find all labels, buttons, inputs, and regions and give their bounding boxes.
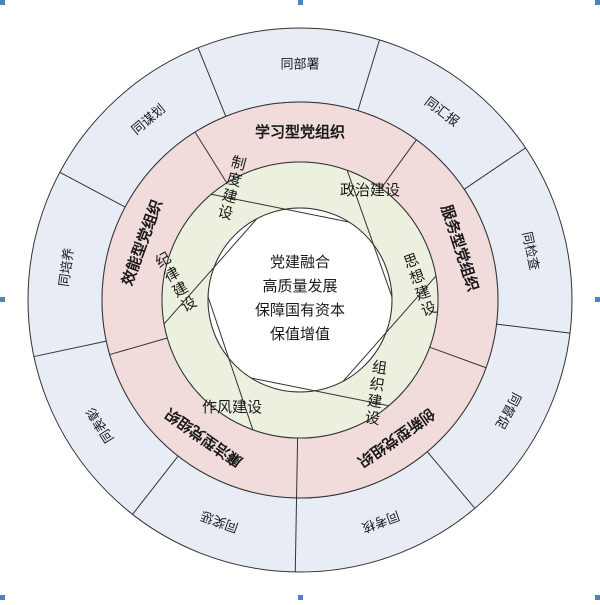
outer-label-1: 同部署 <box>280 58 319 73</box>
inner-label-2-char: 织 <box>368 375 385 395</box>
inner-label-0: 政治建设 <box>340 181 400 199</box>
outer-divider-3 <box>496 323 571 334</box>
selection-handle-top-left[interactable] <box>0 0 5 5</box>
inner-blade-2 <box>251 377 389 407</box>
inner-label-1-char: 想 <box>407 266 427 288</box>
selection-handle-right[interactable] <box>595 297 600 302</box>
selection-handle-top-right[interactable] <box>595 0 600 5</box>
center-line-0: 党建融合 <box>270 253 330 271</box>
center-line-3: 保值增值 <box>270 325 330 343</box>
center-line-2: 保障国有资本 <box>255 301 345 319</box>
inner-label-1-char: 建 <box>413 282 433 304</box>
inner-label-3: 作风建设 <box>202 398 262 416</box>
inner-blade-1 <box>342 275 437 382</box>
inner-label-5-char: 制 <box>229 153 248 174</box>
inner-blade-3 <box>207 296 254 430</box>
inner-blade-0 <box>346 170 393 297</box>
inner-label-2-char: 建 <box>366 391 383 411</box>
outer-label-8: 同培养 <box>56 247 77 288</box>
middle-divider-0 <box>194 131 228 184</box>
selection-handle-top[interactable] <box>298 0 303 5</box>
outer-divider-6 <box>132 455 179 515</box>
middle-divider-3 <box>296 437 299 498</box>
inner-blade-4 <box>163 218 258 325</box>
outer-divider-5 <box>294 497 298 572</box>
middle-label-0: 学习型党组织 <box>255 123 345 141</box>
center-circle <box>207 207 393 393</box>
inner-label-1-char: 思 <box>401 250 421 272</box>
middle-divider-1 <box>380 139 417 189</box>
inner-blade-5 <box>211 193 349 223</box>
outer-divider-0 <box>197 47 227 117</box>
selection-handle-bottom-right[interactable] <box>595 595 600 600</box>
inner-label-5-char: 度 <box>225 169 244 190</box>
inner-label-1-char: 设 <box>419 298 439 320</box>
inner-label-2-char: 组 <box>371 358 388 378</box>
middle-divider-4 <box>109 337 168 356</box>
selection-handle-bottom-left[interactable] <box>0 595 5 600</box>
selection-handle-left[interactable] <box>0 297 5 302</box>
center-line-1: 高质量发展 <box>262 277 337 295</box>
outer-divider-2 <box>463 147 526 190</box>
outer-divider-7 <box>33 340 107 358</box>
inner-label-5-char: 建 <box>220 186 239 207</box>
outer-divider-8 <box>59 171 126 208</box>
middle-divider-2 <box>429 346 487 369</box>
outer-divider-1 <box>357 39 381 111</box>
inner-label-2-char: 设 <box>364 408 381 428</box>
inner-label-5-char: 设 <box>216 202 235 223</box>
outer-divider-4 <box>426 451 476 509</box>
selection-handle-bottom[interactable] <box>298 595 303 600</box>
